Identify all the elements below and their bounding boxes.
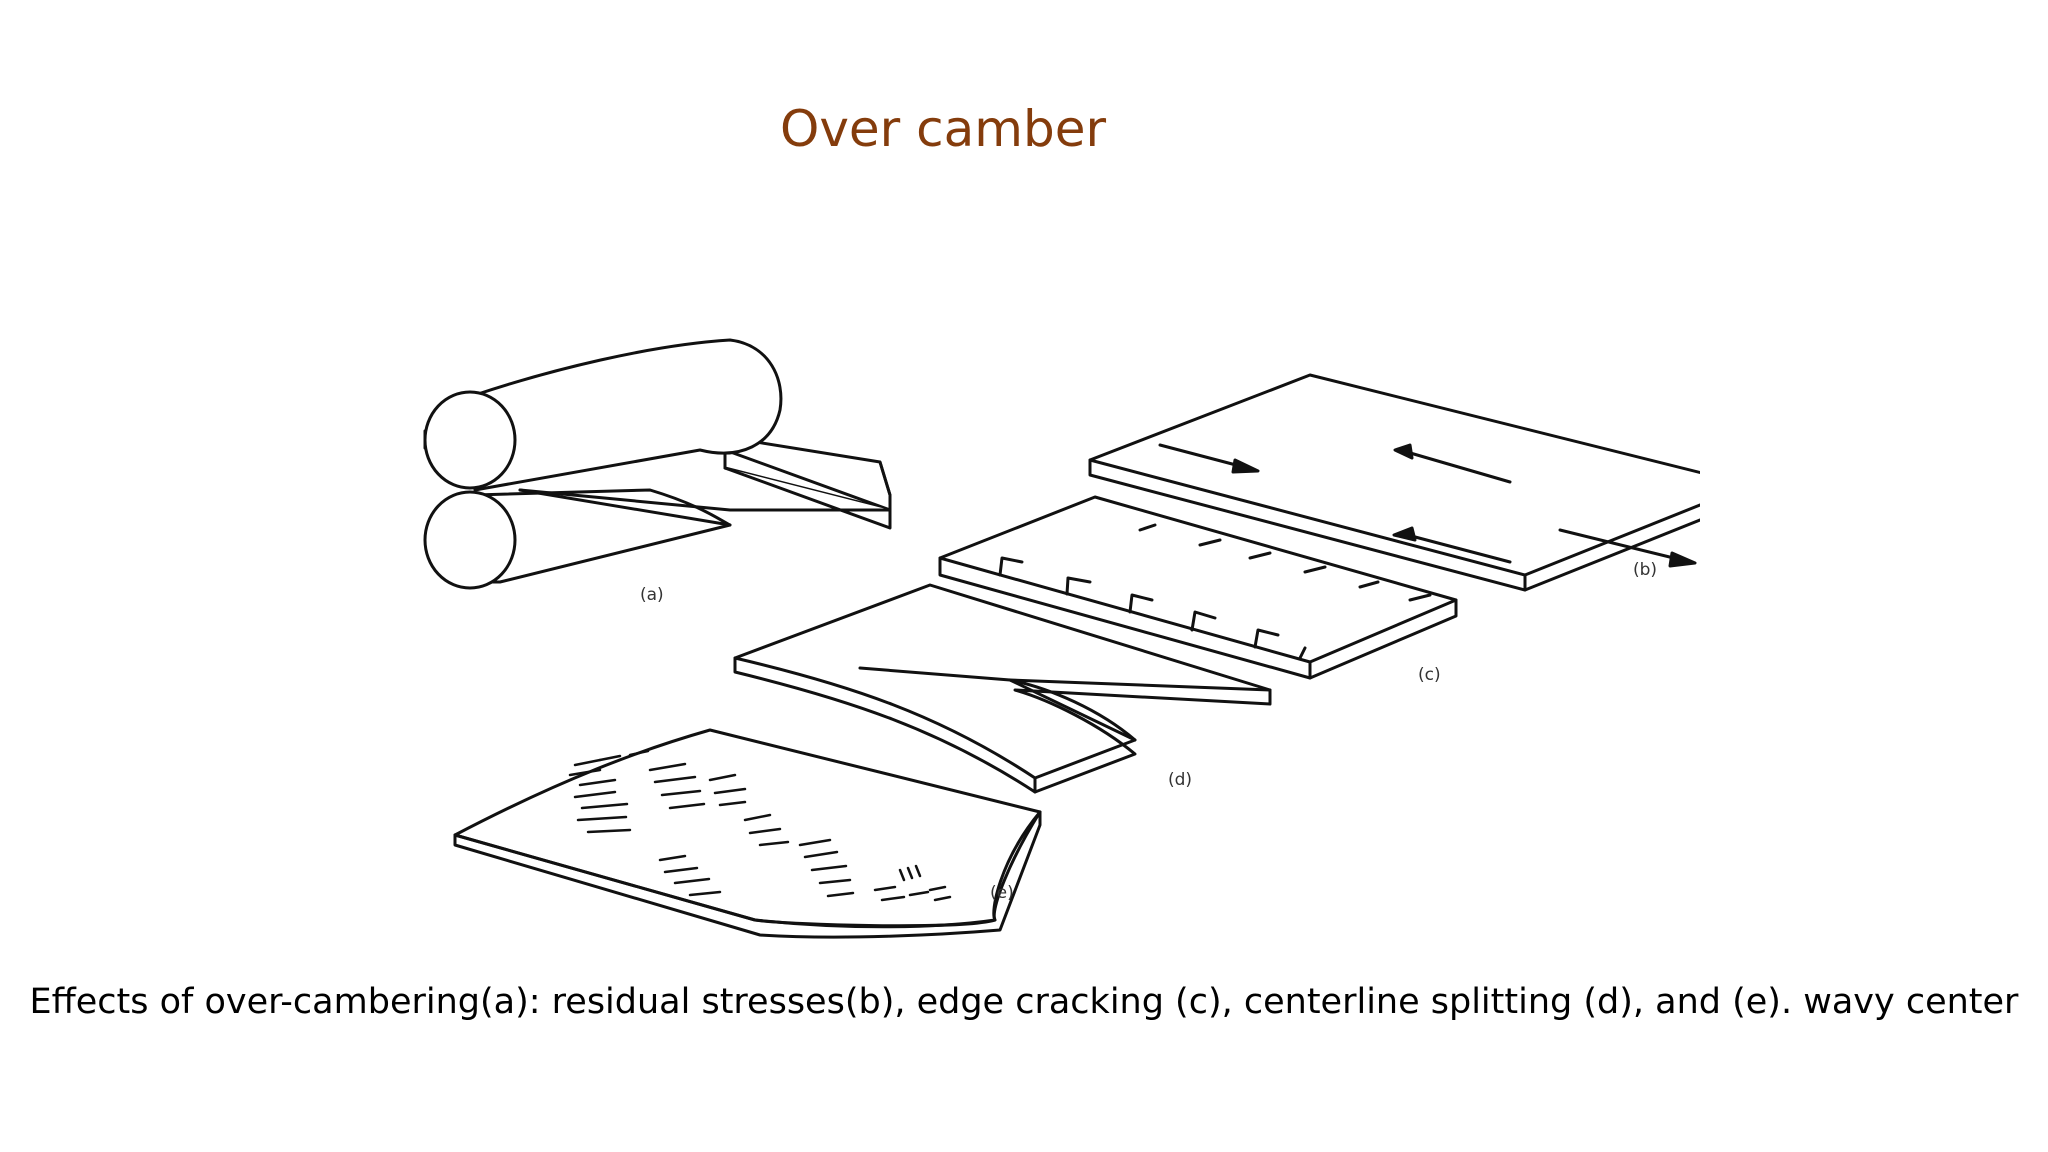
- rolling-defects-figure: (a) (b) (c) (d) (e): [400, 300, 1700, 950]
- slide-title: Over camber: [779, 100, 1107, 158]
- label-a: (a): [640, 585, 664, 605]
- label-d: (d): [1168, 770, 1192, 790]
- wavy-center-plate-drawing: [453, 728, 1042, 939]
- edge-cracking-plate-drawing: [938, 495, 1458, 680]
- wavy-center-marks: [568, 749, 952, 902]
- rolling-defects-illustration: (a) (b) (c) (d) (e): [423, 338, 1700, 939]
- label-c: (c): [1418, 665, 1441, 685]
- residual-stress-plate-drawing: [1088, 373, 1700, 592]
- figure-caption: Effects of over-cambering(a): residual s…: [29, 982, 2019, 1022]
- centerline-splitting-plate-drawing: [733, 583, 1272, 794]
- rolls-with-strip-drawing: [423, 338, 892, 590]
- label-e: (e): [990, 883, 1014, 903]
- label-b: (b): [1633, 560, 1657, 580]
